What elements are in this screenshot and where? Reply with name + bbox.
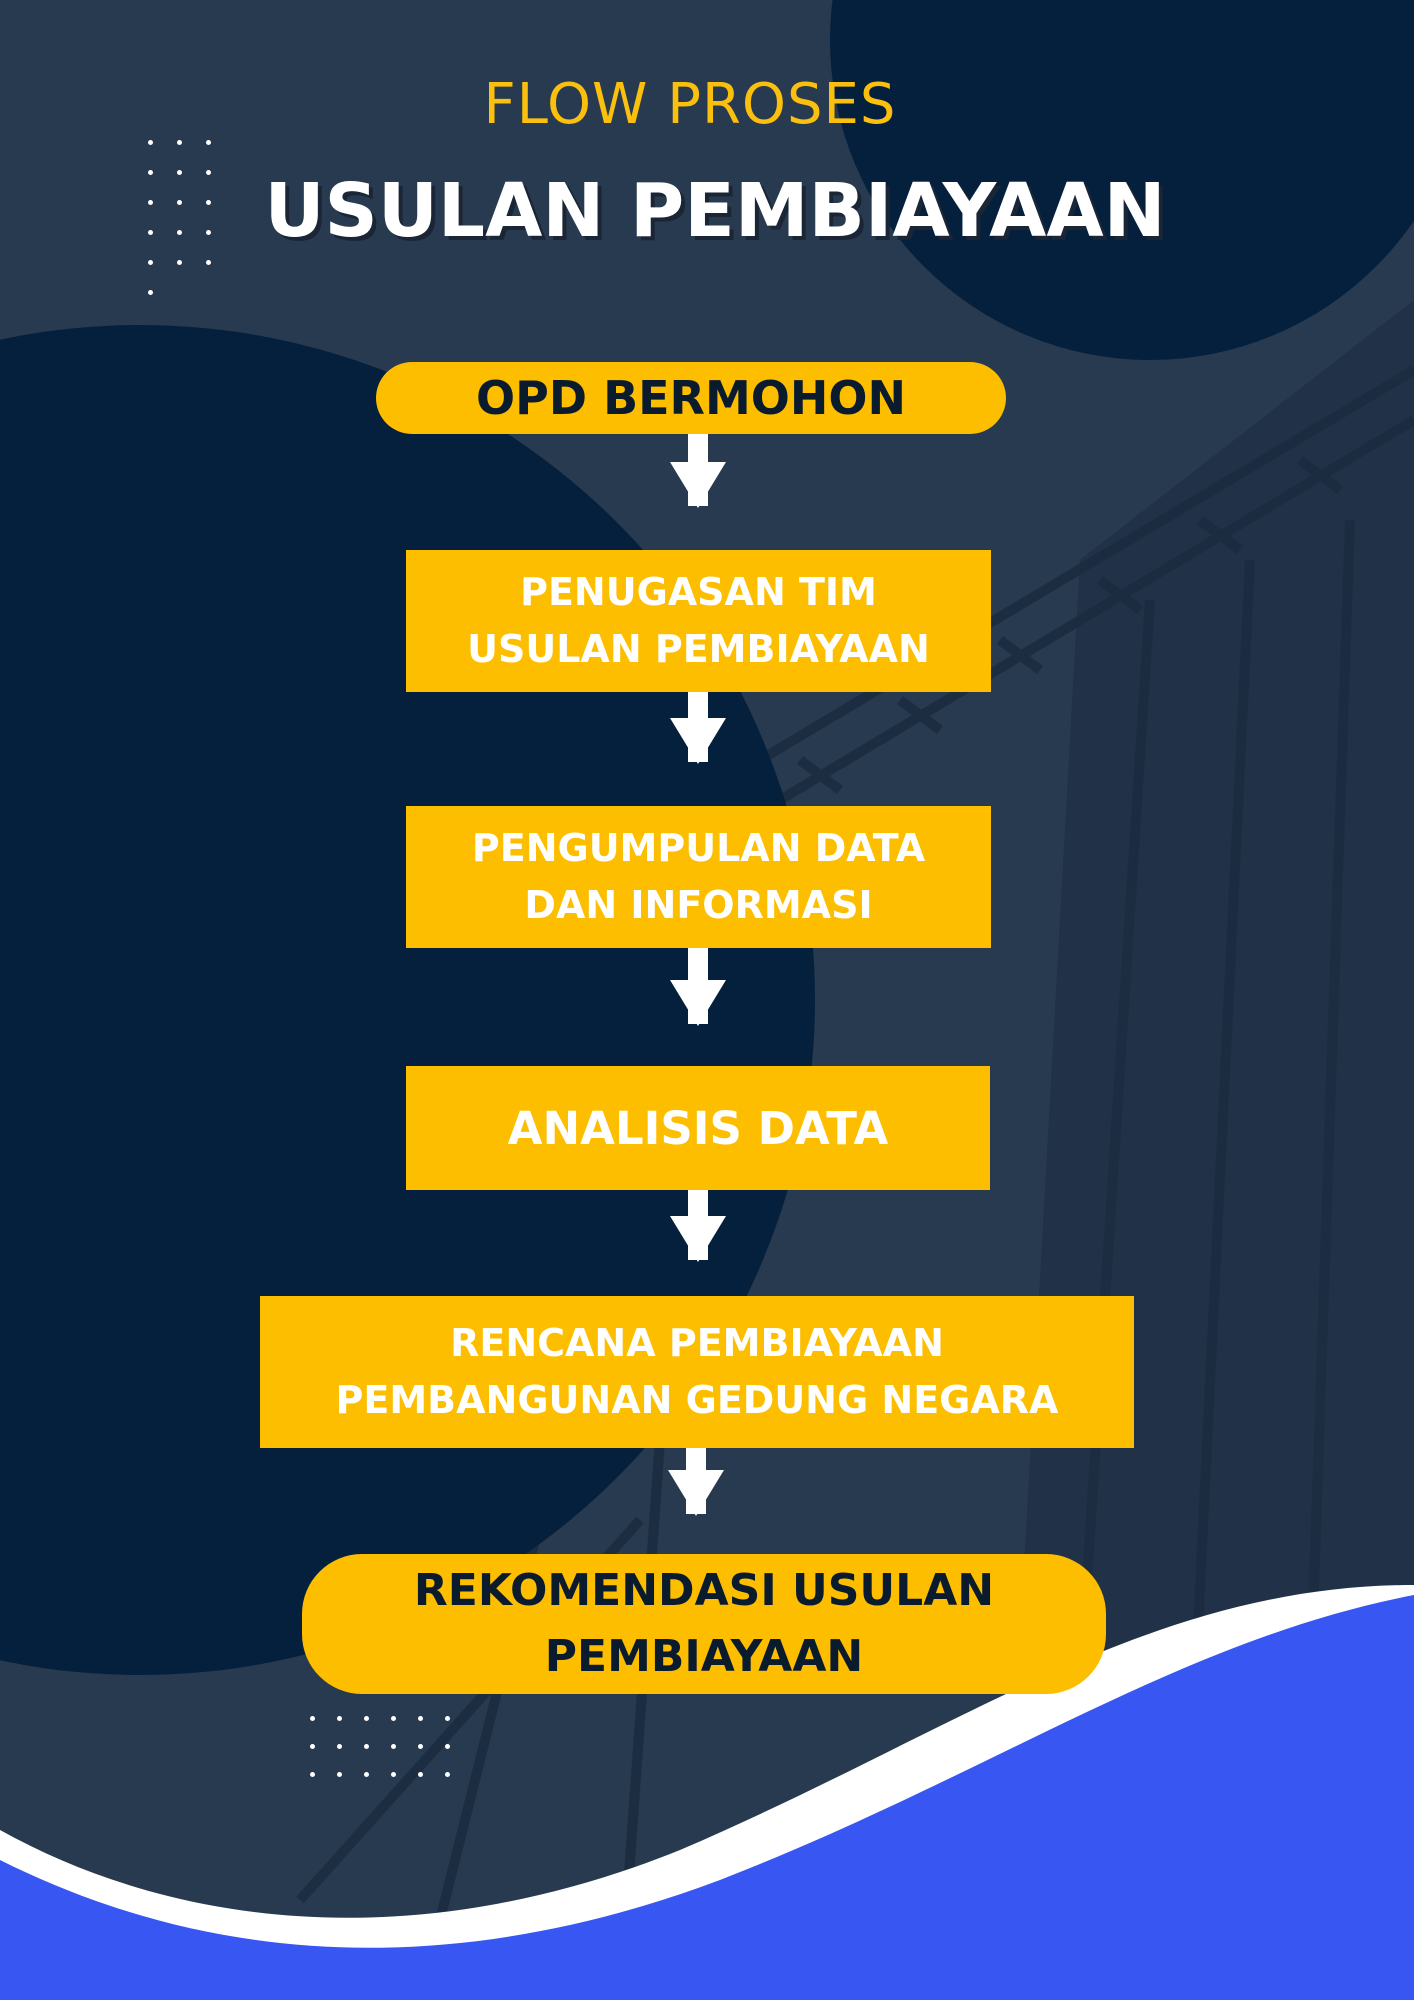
step-label: REKOMENDASI USULAN PEMBIAYAAN	[413, 1565, 995, 1682]
step-rencana-pembiayaan: RENCANA PEMBIAYAAN PEMBANGUNAN GEDUNG NE…	[260, 1296, 1134, 1448]
step-label: ANALISIS DATA	[507, 1101, 889, 1155]
dot-grid-bottom	[310, 1716, 450, 1777]
dot-grid-top	[148, 140, 211, 295]
flow-kicker: FLOW PROSES	[483, 72, 897, 137]
dark-circle-top-right	[830, 0, 1414, 360]
step-analisis-data: ANALISIS DATA	[406, 1066, 990, 1190]
arrow-2	[670, 690, 726, 764]
step-penugasan-tim: PENUGASAN TIM USULAN PEMBIAYAAN	[406, 550, 991, 692]
step-label: PENGUMPULAN DATA DAN INFORMASI	[471, 826, 926, 927]
step-label: OPD BERMOHON	[476, 371, 906, 425]
wave-blue	[0, 1595, 1414, 2000]
step-opd-bermohon: OPD BERMOHON	[376, 362, 1006, 434]
arrow-1	[670, 434, 726, 508]
arrow-4	[670, 1188, 726, 1262]
flow-title: USULAN PEMBIAYAAN	[264, 168, 1166, 254]
step-label: RENCANA PEMBIAYAAN PEMBANGUNAN GEDUNG NE…	[335, 1321, 1059, 1422]
step-pengumpulan-data: PENGUMPULAN DATA DAN INFORMASI	[406, 806, 991, 948]
arrow-3	[670, 946, 726, 1026]
step-label: PENUGASAN TIM USULAN PEMBIAYAAN	[467, 570, 930, 671]
step-rekomendasi-usulan: REKOMENDASI USULAN PEMBIAYAAN	[302, 1554, 1106, 1694]
arrow-5	[668, 1446, 724, 1516]
